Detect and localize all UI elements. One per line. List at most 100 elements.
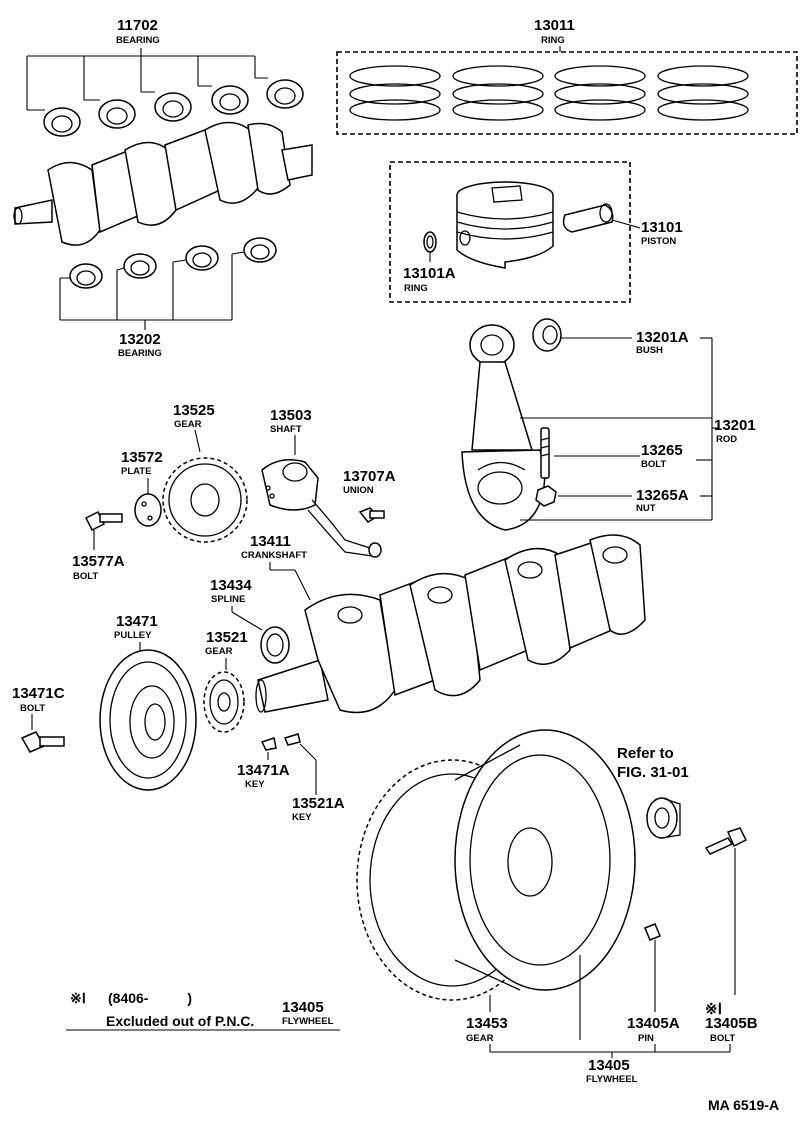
note-text: Excluded out of P.N.C. xyxy=(106,1013,254,1029)
label-13525-number: 13525 xyxy=(173,402,215,419)
piston-group: 13101 PISTON 13101A RING xyxy=(389,161,683,303)
label-13202-number: 13202 xyxy=(119,331,161,348)
note-mark: ※Ⅰ xyxy=(70,990,86,1006)
ring-set-3 xyxy=(554,65,646,121)
note-range: (8406- ) xyxy=(108,990,192,1006)
ring-set-4 xyxy=(657,65,749,121)
bearing-shell-4 xyxy=(211,85,249,115)
label-13471A-number: 13471A xyxy=(237,762,290,779)
rod-bolt-drawing xyxy=(540,427,550,479)
label-13201A-name: BUSH xyxy=(636,345,663,356)
union-bolt-drawing xyxy=(358,507,385,523)
note-number: 13405 xyxy=(282,999,324,1016)
label-13471C-name: BOLT xyxy=(20,703,45,714)
flywheel-drawing xyxy=(454,729,636,991)
ring-set-box xyxy=(336,51,798,135)
connecting-rod-group: 13201A BUSH 13201 ROD 13265 BOLT 13265A … xyxy=(461,318,756,531)
label-13453-number: 13453 xyxy=(466,1015,508,1032)
label-13471-number: 13471 xyxy=(116,613,158,630)
timing-gear-group: 13525 GEAR 13572 PLATE 13577A BOLT 13503… xyxy=(72,402,396,582)
label-13265-name: BOLT xyxy=(641,459,666,470)
pulley-drawing xyxy=(99,649,197,791)
label-13405-name: FLYWHEEL xyxy=(586,1074,638,1085)
label-13577A-number: 13577A xyxy=(72,553,125,570)
label-13101-number: 13101 xyxy=(641,219,683,236)
label-13453-name: GEAR xyxy=(466,1033,494,1044)
label-13201A-number: 13201A xyxy=(636,329,689,346)
flywheel-bolt-drawing xyxy=(704,827,748,855)
label-13471A-name: KEY xyxy=(245,779,265,790)
label-11702-number: 11702 xyxy=(117,17,158,34)
pulley-group: 13471 PULLEY 13521 GEAR 13471C BOLT xyxy=(12,613,345,823)
label-13577A-name: BOLT xyxy=(73,571,98,582)
crankshaft-drawing xyxy=(255,534,646,714)
ring-set-1 xyxy=(349,65,441,121)
oil-pump-shaft-drawing xyxy=(261,459,382,558)
label-13503-number: 13503 xyxy=(270,407,312,424)
label-13707A-number: 13707A xyxy=(343,468,396,485)
bearing-shell-5 xyxy=(266,79,304,109)
note-name: FLYWHEEL xyxy=(282,1016,334,1027)
label-13405B-name: BOLT xyxy=(710,1033,735,1044)
plate-bolt-drawing xyxy=(84,510,123,532)
bearing-shell-2 xyxy=(98,99,136,129)
label-13521A-name: KEY xyxy=(292,812,312,823)
conrod-bearing-2 xyxy=(123,253,157,279)
label-13405A-number: 13405A xyxy=(627,1015,680,1032)
label-13265-number: 13265 xyxy=(641,442,683,459)
label-13471-name: PULLEY xyxy=(114,630,152,641)
rod-nut-drawing xyxy=(535,485,557,507)
bearing-shell-1 xyxy=(43,107,81,137)
ring-set-2 xyxy=(452,65,544,121)
label-13265A-number: 13265A xyxy=(636,487,689,504)
conrod-bearing-4 xyxy=(243,237,277,263)
flywheel-group: Refer to FIG. 31-01 13453 GEAR 13405A PI… xyxy=(356,729,758,1085)
bolt-mark: ※Ⅰ xyxy=(705,1001,722,1018)
label-13011-number: 13011 xyxy=(534,17,575,34)
timing-gear-drawing xyxy=(162,457,248,543)
label-13471C-number: 13471C xyxy=(12,685,65,702)
label-13265A-name: NUT xyxy=(636,503,656,514)
label-13411-name: CRANKSHAFT xyxy=(241,550,307,561)
connecting-rod-drawing xyxy=(461,324,546,531)
conrod-bearing-3 xyxy=(185,245,219,271)
key-13471A-drawing xyxy=(260,737,277,751)
crankshaft-group: 13411 CRANKSHAFT 13434 SPLINE xyxy=(210,533,646,714)
label-13101A-name: RING xyxy=(404,283,428,294)
conrod-bearing-group: 13202 BEARING xyxy=(59,237,277,359)
label-13521-name: GEAR xyxy=(205,646,233,657)
key-13521A-drawing xyxy=(283,733,301,746)
pulley-bolt-drawing xyxy=(20,731,65,753)
refer-line-2: FIG. 31-01 xyxy=(617,764,689,781)
crank-gear-drawing xyxy=(203,671,245,733)
footnote: ※Ⅰ (8406- ) 13405 Excluded out of P.N.C.… xyxy=(66,990,340,1031)
label-13101A-number: 13101A xyxy=(403,265,456,282)
label-13201-name: ROD xyxy=(716,434,737,445)
label-13707A-name: UNION xyxy=(343,485,374,496)
label-13434-name: SPLINE xyxy=(211,594,245,605)
label-11702-name: BEARING xyxy=(116,35,160,46)
bearing-shell-3 xyxy=(154,92,192,122)
pilot-bearing-drawing xyxy=(646,797,681,839)
label-13201-number: 13201 xyxy=(714,417,756,434)
conrod-bearing-1 xyxy=(69,263,103,289)
main-bearing-upper-group: 11702 BEARING xyxy=(26,17,304,137)
label-13411-number: 13411 xyxy=(250,533,291,550)
dowel-pin-drawing xyxy=(644,923,661,941)
label-13405A-name: PIN xyxy=(638,1033,654,1044)
label-13101-name: PISTON xyxy=(641,236,676,247)
spline-drawing xyxy=(260,626,290,664)
figure-code: MA 6519-A xyxy=(708,1097,779,1113)
crankshaft-small-drawing xyxy=(13,121,313,246)
label-13434-number: 13434 xyxy=(210,577,252,594)
snap-ring-drawing xyxy=(423,231,437,253)
label-13521A-number: 13521A xyxy=(292,795,345,812)
label-13405-number: 13405 xyxy=(588,1057,630,1074)
label-13503-name: SHAFT xyxy=(270,424,302,435)
label-13202-name: BEARING xyxy=(118,348,162,359)
label-13572-name: PLATE xyxy=(121,466,151,477)
label-13572-number: 13572 xyxy=(121,449,163,466)
piston-ring-group: 13011 RING xyxy=(336,17,798,135)
label-13405B-number: 13405B xyxy=(705,1015,758,1032)
